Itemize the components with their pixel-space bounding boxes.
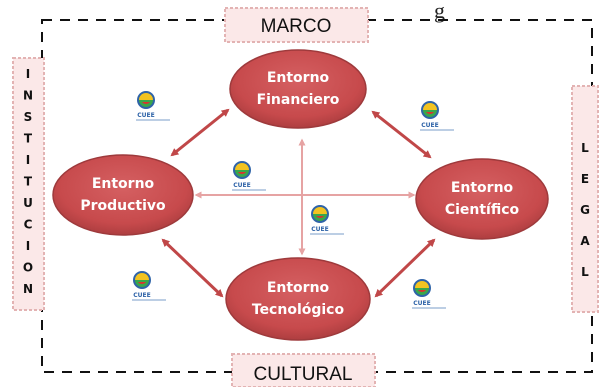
title-partial-text: g (434, 0, 445, 23)
marco-box: MARCO (224, 7, 369, 43)
arrow-financiero-productivo (170, 108, 230, 157)
node-financiero: Entorno Financiero (229, 49, 367, 129)
cuee-logo-text: CUEE (233, 182, 250, 189)
arrow-financiero-cientifico (371, 110, 432, 159)
cuee-logo-text: CUEE (413, 300, 430, 307)
arrow-cientifico-tecnologico (374, 238, 436, 298)
marco-label: MARCO (261, 16, 332, 37)
arrow-productivo-tecnologico (161, 238, 224, 298)
cuee-logo: CUEE (412, 279, 446, 309)
cuee-logo-text: CUEE (133, 292, 150, 299)
node-productivo-line1: Entorno (92, 176, 155, 192)
cultural-box: CULTURAL (231, 353, 376, 387)
cultural-label: CULTURAL (254, 364, 353, 385)
node-tecnologico-line2: Tecnológico (252, 302, 345, 318)
cuee-logo: CUEE (420, 101, 454, 131)
node-tecnologico: Entorno Tecnológico (225, 257, 371, 341)
node-productivo: Entorno Productivo (52, 154, 194, 236)
node-cientifico-line2: Científico (445, 202, 520, 218)
cuee-logo: CUEE (232, 161, 266, 191)
node-financiero-line2: Financiero (257, 92, 340, 108)
node-productivo-line2: Productivo (80, 198, 166, 214)
node-tecnologico-line1: Entorno (267, 280, 330, 296)
node-financiero-line1: Entorno (267, 70, 330, 86)
cuee-logo-text: CUEE (311, 226, 328, 233)
cuee-logo: CUEE (310, 205, 344, 235)
node-cientifico-line1: Entorno (451, 180, 514, 196)
node-cientifico: Entorno Científico (415, 158, 549, 240)
cuee-logo: CUEE (136, 91, 170, 121)
cuee-logo-text: CUEE (421, 122, 438, 129)
cuee-logo: CUEE (132, 271, 166, 301)
cuee-logo-text: CUEE (137, 112, 154, 119)
